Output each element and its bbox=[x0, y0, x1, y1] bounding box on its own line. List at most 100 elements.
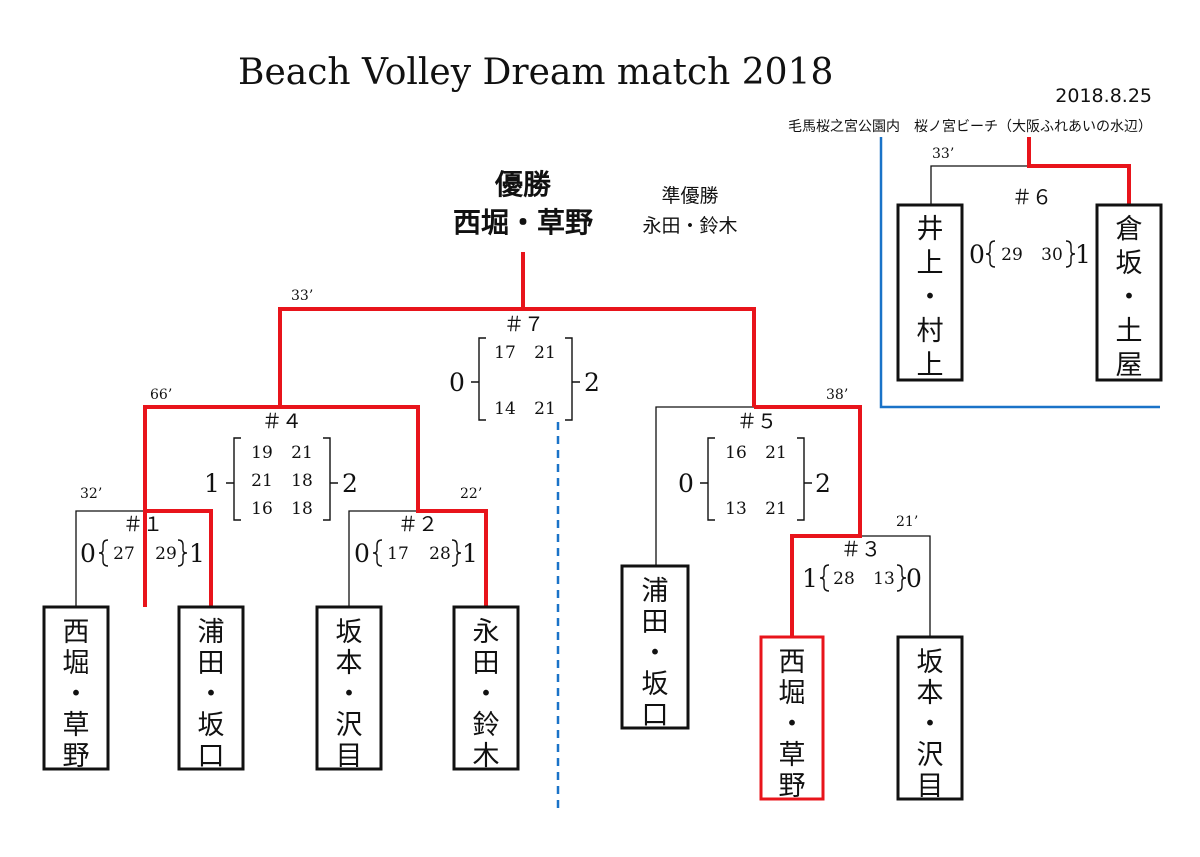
team-box-t2: 浦 田 ・ 坂 口 bbox=[177, 605, 245, 772]
svg-text:・: ・ bbox=[1116, 282, 1143, 313]
m7-bracket-right bbox=[565, 337, 580, 421]
m4-time: 66’ bbox=[150, 387, 172, 403]
svg-text:・: ・ bbox=[198, 679, 225, 710]
m3-set1-left: 28 bbox=[833, 569, 855, 589]
m5-bracket-left bbox=[700, 437, 715, 521]
team-box-t7: 坂 本 ・ 沢 目 bbox=[896, 635, 964, 802]
m7-set1-right: 21 bbox=[534, 343, 556, 363]
m4-winner-path bbox=[143, 405, 488, 607]
m6-right-sets: 1 bbox=[1075, 240, 1091, 269]
svg-text:上: 上 bbox=[917, 248, 944, 279]
champion-label: 優勝 bbox=[494, 168, 552, 201]
m3-brace-right bbox=[896, 564, 907, 592]
m4-left-sets: 1 bbox=[204, 469, 220, 498]
bracket-title: Beach Volley Dream match 2018 bbox=[238, 52, 833, 93]
m7-right-sets: 2 bbox=[584, 368, 600, 397]
m1-brace-left bbox=[98, 539, 109, 567]
team-box-t5: 浦 田 ・ 坂 口 bbox=[620, 564, 690, 731]
svg-text:倉: 倉 bbox=[1116, 214, 1143, 245]
runner-up-label: 準優勝 bbox=[661, 185, 718, 207]
m4-bracket-right bbox=[323, 437, 338, 521]
m2-right-sets: 1 bbox=[462, 539, 478, 568]
m3-score: 1 0 28 13 bbox=[802, 564, 922, 593]
m4-set1-right: 21 bbox=[291, 443, 313, 463]
m2-brace-left bbox=[372, 539, 383, 567]
svg-text:田: 田 bbox=[473, 648, 500, 679]
m6-winner-path bbox=[1027, 137, 1131, 205]
svg-text:・: ・ bbox=[473, 679, 500, 710]
svg-text:沢: 沢 bbox=[917, 740, 944, 771]
m2-set1-left: 17 bbox=[387, 544, 409, 564]
m5-set2-left: 13 bbox=[725, 499, 747, 519]
m1-winner-path bbox=[145, 509, 213, 607]
m5-winner-path bbox=[754, 405, 862, 637]
m3-time: 21’ bbox=[896, 514, 918, 530]
team-box-t9: 倉 坂 ・ 土 屋 bbox=[1095, 203, 1163, 382]
m6-divider-line bbox=[879, 137, 1160, 409]
svg-text:村: 村 bbox=[917, 316, 944, 347]
m4-set3-right: 18 bbox=[291, 499, 313, 519]
match-labels: ＃１ ＃２ ＃３ ＃４ ＃５ ＃７ ＃６ bbox=[123, 185, 1052, 561]
svg-text:沢: 沢 bbox=[336, 710, 363, 741]
svg-text:西: 西 bbox=[63, 617, 90, 648]
m2-set1-right: 28 bbox=[429, 544, 451, 564]
svg-text:浦: 浦 bbox=[198, 617, 225, 648]
m7-set2-left: 14 bbox=[494, 399, 516, 419]
winner-path bbox=[143, 137, 1131, 637]
m5-right-sets: 2 bbox=[815, 469, 831, 498]
m4-score: 1 2 19 21 21 18 16 18 bbox=[204, 437, 358, 521]
m3-set1-right: 13 bbox=[873, 569, 895, 589]
svg-text:浦: 浦 bbox=[642, 576, 669, 607]
m1-brace-right bbox=[177, 539, 188, 567]
svg-text:草: 草 bbox=[63, 710, 90, 741]
m5-bracket-right bbox=[797, 437, 812, 521]
m7-label: ＃７ bbox=[504, 312, 544, 336]
svg-text:屋: 屋 bbox=[1116, 350, 1143, 381]
m6-brace-left bbox=[985, 240, 996, 268]
svg-text:堀: 堀 bbox=[63, 648, 90, 679]
svg-text:永: 永 bbox=[473, 617, 500, 648]
m7-bracket-left bbox=[471, 337, 486, 421]
m6-line-left bbox=[930, 165, 1029, 205]
m4-right-sets: 2 bbox=[342, 469, 358, 498]
m5-set2-right: 21 bbox=[765, 499, 787, 519]
m7-set2-right: 21 bbox=[534, 399, 556, 419]
svg-text:野: 野 bbox=[63, 741, 90, 772]
m1-label: ＃１ bbox=[123, 512, 163, 536]
svg-text:木: 木 bbox=[473, 741, 500, 772]
m3-label: ＃３ bbox=[841, 537, 881, 561]
m7-score: 0 2 17 21 14 21 bbox=[449, 337, 600, 421]
svg-text:口: 口 bbox=[642, 700, 669, 731]
svg-text:坂: 坂 bbox=[917, 647, 944, 678]
m1-left-sets: 0 bbox=[80, 539, 96, 568]
match-times: 32’ 22’ 21’ 66’ 38’ 33’ 33’ bbox=[80, 146, 954, 530]
m5-set1-right: 21 bbox=[765, 443, 787, 463]
svg-text:田: 田 bbox=[642, 607, 669, 638]
m6-label: ＃６ bbox=[1012, 185, 1052, 209]
svg-text:坂: 坂 bbox=[336, 617, 363, 648]
m1-score: 0 1 27 29 bbox=[80, 539, 205, 568]
svg-text:本: 本 bbox=[917, 678, 944, 709]
svg-text:西: 西 bbox=[779, 647, 806, 678]
m5-set1-left: 16 bbox=[725, 443, 747, 463]
svg-text:口: 口 bbox=[198, 741, 225, 772]
svg-text:・: ・ bbox=[917, 282, 944, 313]
svg-text:目: 目 bbox=[917, 771, 944, 802]
team-box-t4: 永 田 ・ 鈴 木 bbox=[452, 605, 520, 772]
svg-text:堀: 堀 bbox=[779, 678, 806, 709]
m6-time: 33’ bbox=[932, 146, 954, 162]
svg-text:・: ・ bbox=[642, 638, 669, 669]
m6-set1-right: 30 bbox=[1041, 245, 1063, 265]
svg-text:・: ・ bbox=[917, 709, 944, 740]
m5-time: 38’ bbox=[826, 387, 848, 403]
m3-left-sets: 1 bbox=[802, 564, 818, 593]
m2-time: 22’ bbox=[460, 486, 482, 502]
svg-text:上: 上 bbox=[917, 350, 944, 381]
m7-time: 33’ bbox=[291, 288, 313, 304]
m7-winner-path bbox=[278, 307, 756, 407]
svg-text:坂: 坂 bbox=[1116, 248, 1143, 279]
m4-set3-left: 16 bbox=[251, 499, 273, 519]
svg-text:土: 土 bbox=[1116, 316, 1143, 347]
svg-text:・: ・ bbox=[336, 679, 363, 710]
m4-set2-left: 21 bbox=[251, 471, 273, 491]
